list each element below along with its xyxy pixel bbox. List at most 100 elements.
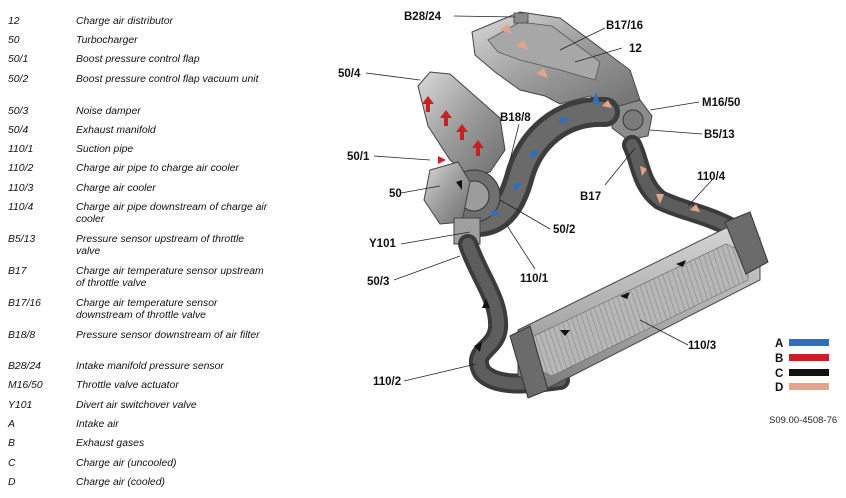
legend-desc: Charge air pipe to charge air cooler (76, 163, 239, 174)
legend-desc: Intake air (76, 419, 119, 430)
legend-desc: Boost pressure control flap (76, 54, 200, 65)
legend-desc: Divert air switchover valve (76, 400, 197, 411)
legend-desc: Charge air (uncooled) (76, 458, 177, 469)
key-letter: B (775, 353, 783, 365)
callout-50: 50 (389, 188, 402, 200)
flow-arrows (422, 24, 700, 352)
key-swatch-cooled (789, 383, 829, 390)
legend-code: C (8, 458, 16, 469)
cooled-arrow (640, 166, 647, 176)
exhaust-arrow (438, 156, 446, 164)
legend-desc: Throttle valve actuator (76, 380, 179, 391)
key-letter: A (775, 338, 783, 350)
callout-m16-50: M16/50 (702, 97, 740, 109)
legend-desc: Charge air (cooled) (76, 477, 165, 488)
legend-desc: Charge air pipe downstream of charge air… (76, 202, 268, 225)
legend-code: A (8, 419, 15, 430)
callout-50-4: 50/4 (338, 68, 361, 80)
uncooled-arrow (560, 330, 570, 336)
legend-code: 110/2 (8, 163, 34, 174)
callout-b17: B17 (580, 191, 601, 203)
callout-110-2: 110/2 (373, 376, 401, 388)
legend-code: 50/2 (8, 74, 29, 85)
legend-code: B17 (8, 266, 27, 277)
intake-manifold-pressure-sensor (513, 12, 529, 24)
key-letter: C (775, 368, 783, 380)
legend-desc: Charge air temperature sensor upstream o… (76, 266, 264, 289)
callout-110-4: 110/4 (697, 171, 726, 183)
key-swatch-intake (789, 339, 829, 346)
callout-y101: Y101 (369, 238, 396, 250)
legend-desc: Intake manifold pressure sensor (76, 361, 224, 372)
legend-code: 50 (8, 35, 20, 46)
legend-code: 50/3 (8, 106, 29, 117)
legend-desc: Pressure sensor downstream of air filter (76, 330, 260, 341)
throttle-valve (611, 99, 653, 141)
charge-air-cooler (509, 211, 769, 399)
callout-b28-24: B28/24 (404, 11, 442, 23)
uncooled-arrow (620, 292, 630, 299)
color-key: A B C D (775, 338, 829, 394)
intake-arrow (530, 150, 540, 160)
callout-b18-8: B18/8 (500, 112, 531, 124)
callout-50-1: 50/1 (347, 151, 370, 163)
legend-code: B5/13 (8, 234, 36, 245)
legend-code: M16/50 (8, 380, 43, 391)
callout-110-3: 110/3 (688, 340, 716, 352)
intake-arrow (592, 92, 600, 104)
legend-code: 110/4 (8, 202, 34, 213)
legend-desc: Turbocharger (76, 35, 138, 46)
cooled-arrow (602, 100, 612, 108)
intake-arrow (490, 209, 500, 216)
legend-code: B17/16 (8, 298, 41, 309)
callout-50-2: 50/2 (553, 224, 575, 236)
exhaust-manifold (417, 71, 506, 177)
charge-air-distributor (471, 11, 641, 111)
exhaust-arrow (440, 110, 452, 126)
legend-code: 12 (8, 16, 20, 27)
legend-code: 110/3 (8, 183, 34, 194)
key-swatch-exhaust (789, 354, 829, 361)
callout-b17-16: B17/16 (606, 20, 643, 32)
cooled-arrow (656, 194, 664, 204)
uncooled-arrow (676, 260, 686, 267)
cooled-arrow (536, 68, 548, 78)
legend-desc: Pressure sensor upstream of throttle val… (76, 234, 245, 257)
legend-code: 50/1 (8, 54, 29, 65)
uncooled-arrow (474, 342, 482, 352)
legend-desc: Exhaust manifold (76, 125, 156, 136)
uncooled-arrow (456, 180, 462, 190)
cooled-arrow (690, 204, 700, 212)
legend-desc: Charge air distributor (76, 16, 174, 27)
legend-desc: Charge air temperature sensor downstream… (76, 298, 218, 321)
uncooled-arrow (482, 298, 490, 308)
cooled-arrow (516, 40, 528, 50)
legend-code: B18/8 (8, 330, 36, 341)
exhaust-arrow (456, 124, 468, 140)
legend-code: D (8, 477, 16, 488)
legend-code: 50/4 (8, 125, 29, 136)
legend-desc: Charge air cooler (76, 183, 156, 194)
key-swatch-uncooled (789, 369, 829, 376)
legend-code: B28/24 (8, 361, 41, 372)
cooled-arrow (500, 24, 512, 34)
legend-desc: Noise damper (76, 106, 141, 117)
intake-arrow (513, 182, 522, 192)
legend-desc: Suction pipe (76, 144, 134, 155)
legend-code: Y101 (8, 400, 33, 411)
key-letter: D (775, 382, 783, 394)
reference-code: S09.00-4508-76 (769, 415, 837, 426)
callout-50-3: 50/3 (367, 276, 389, 288)
legend-desc: Exhaust gases (76, 438, 145, 449)
legend-code: B (8, 438, 15, 449)
exhaust-arrow (472, 140, 484, 156)
legend-code: 110/1 (8, 144, 34, 155)
legend-desc: Boost pressure control flap vacuum unit (76, 74, 259, 85)
callout-b5-13: B5/13 (704, 129, 735, 141)
exhaust-arrow (422, 96, 434, 112)
intake-arrow (558, 116, 570, 124)
callout-110-1: 110/1 (520, 273, 549, 285)
callout-12: 12 (629, 43, 642, 55)
leader-lines (365, 15, 713, 382)
